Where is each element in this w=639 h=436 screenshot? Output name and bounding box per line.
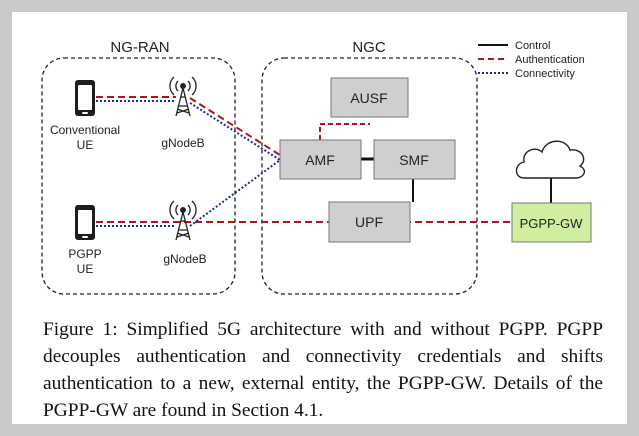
pgpp-ue-label-line1: PGPP <box>68 247 101 261</box>
legend-authentication-label: Authentication <box>515 54 585 66</box>
auth-link-amf-ausf <box>319 123 370 140</box>
conn-link-gnb-bottom-amf <box>189 159 281 227</box>
smf-box <box>373 139 456 180</box>
cloud-icon <box>515 140 586 179</box>
legend-control-label: Control <box>515 40 550 52</box>
ausf-label: AUSF <box>350 90 387 106</box>
amf-box <box>279 139 362 180</box>
ng-ran-region <box>41 57 236 295</box>
ng-ran-label: NG-RAN <box>110 39 169 56</box>
ausf-box <box>330 77 409 118</box>
upf-box <box>328 201 411 243</box>
amf-label: AMF <box>305 152 335 168</box>
conn-link-gnb-top-amf <box>189 102 281 161</box>
pgpp-gw-box <box>511 202 592 243</box>
pgpp-ue-label-line2: UE <box>77 262 94 276</box>
legend-connectivity-label: Connectivity <box>515 68 575 80</box>
conventional-ue-label-line2: UE <box>77 138 94 152</box>
phone-icon <box>75 205 95 240</box>
antenna-tower-icon <box>169 76 197 117</box>
gnodeb-bottom-label: gNodeB <box>163 252 206 266</box>
smf-label: SMF <box>399 152 429 168</box>
upf-label: UPF <box>355 214 383 230</box>
auth-link-gnb-top-amf <box>189 97 281 156</box>
figure-caption: Figure 1: Simplified 5G architecture wit… <box>43 319 603 421</box>
ngc-label: NGC <box>352 39 386 56</box>
antenna-tower-icon <box>169 200 197 241</box>
pgpp-gw-label: PGPP-GW <box>520 216 584 231</box>
ngc-region <box>261 57 478 295</box>
gnodeb-top-label: gNodeB <box>161 136 204 150</box>
conventional-ue-label-line1: Conventional <box>50 123 120 137</box>
phone-icon <box>75 80 95 116</box>
legend: Control Authentication Connectivity <box>478 40 585 80</box>
